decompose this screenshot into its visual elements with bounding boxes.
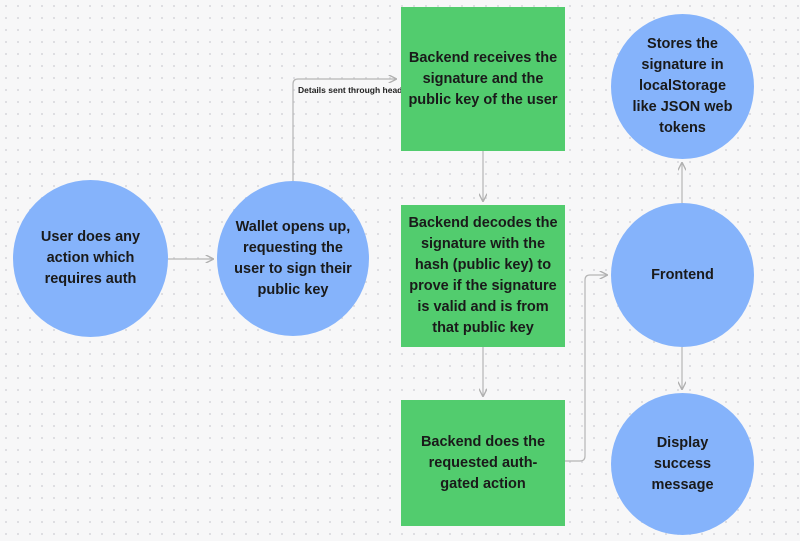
node-wallet-opens: Wallet opens up, requesting the user to …	[217, 181, 369, 336]
node-backend-receives: Backend receives the signature and the p…	[401, 7, 565, 151]
edge-wallet-to-backend-receives	[292, 79, 396, 181]
node-display-success: Display success message	[611, 393, 754, 535]
node-backend-action-text: Backend does the requested auth-gated ac…	[420, 433, 546, 492]
node-backend-action: Backend does the requested auth-gated ac…	[401, 400, 565, 526]
node-display-success-text: Display success message	[651, 434, 714, 493]
node-backend-decodes-text: Backend decodes the signature with the h…	[408, 215, 558, 336]
node-backend-receives-text: Backend receives the signature and the p…	[408, 49, 558, 108]
node-frontend: Frontend	[611, 203, 754, 347]
edge-action-to-frontend	[565, 275, 607, 462]
edge-label-details-headers: Details sent through headers	[298, 85, 416, 95]
node-frontend-text: Frontend	[651, 266, 714, 283]
node-wallet-opens-text: Wallet opens up, requesting the user to …	[234, 218, 352, 298]
node-user-action: User does any action which requires auth	[13, 180, 168, 337]
node-stores-signature: Stores the signature in localStorage lik…	[611, 14, 754, 159]
node-stores-signature-text: Stores the signature in localStorage lik…	[632, 36, 733, 136]
node-backend-decodes: Backend decodes the signature with the h…	[401, 205, 565, 347]
node-user-action-text: User does any action which requires auth	[40, 229, 141, 287]
